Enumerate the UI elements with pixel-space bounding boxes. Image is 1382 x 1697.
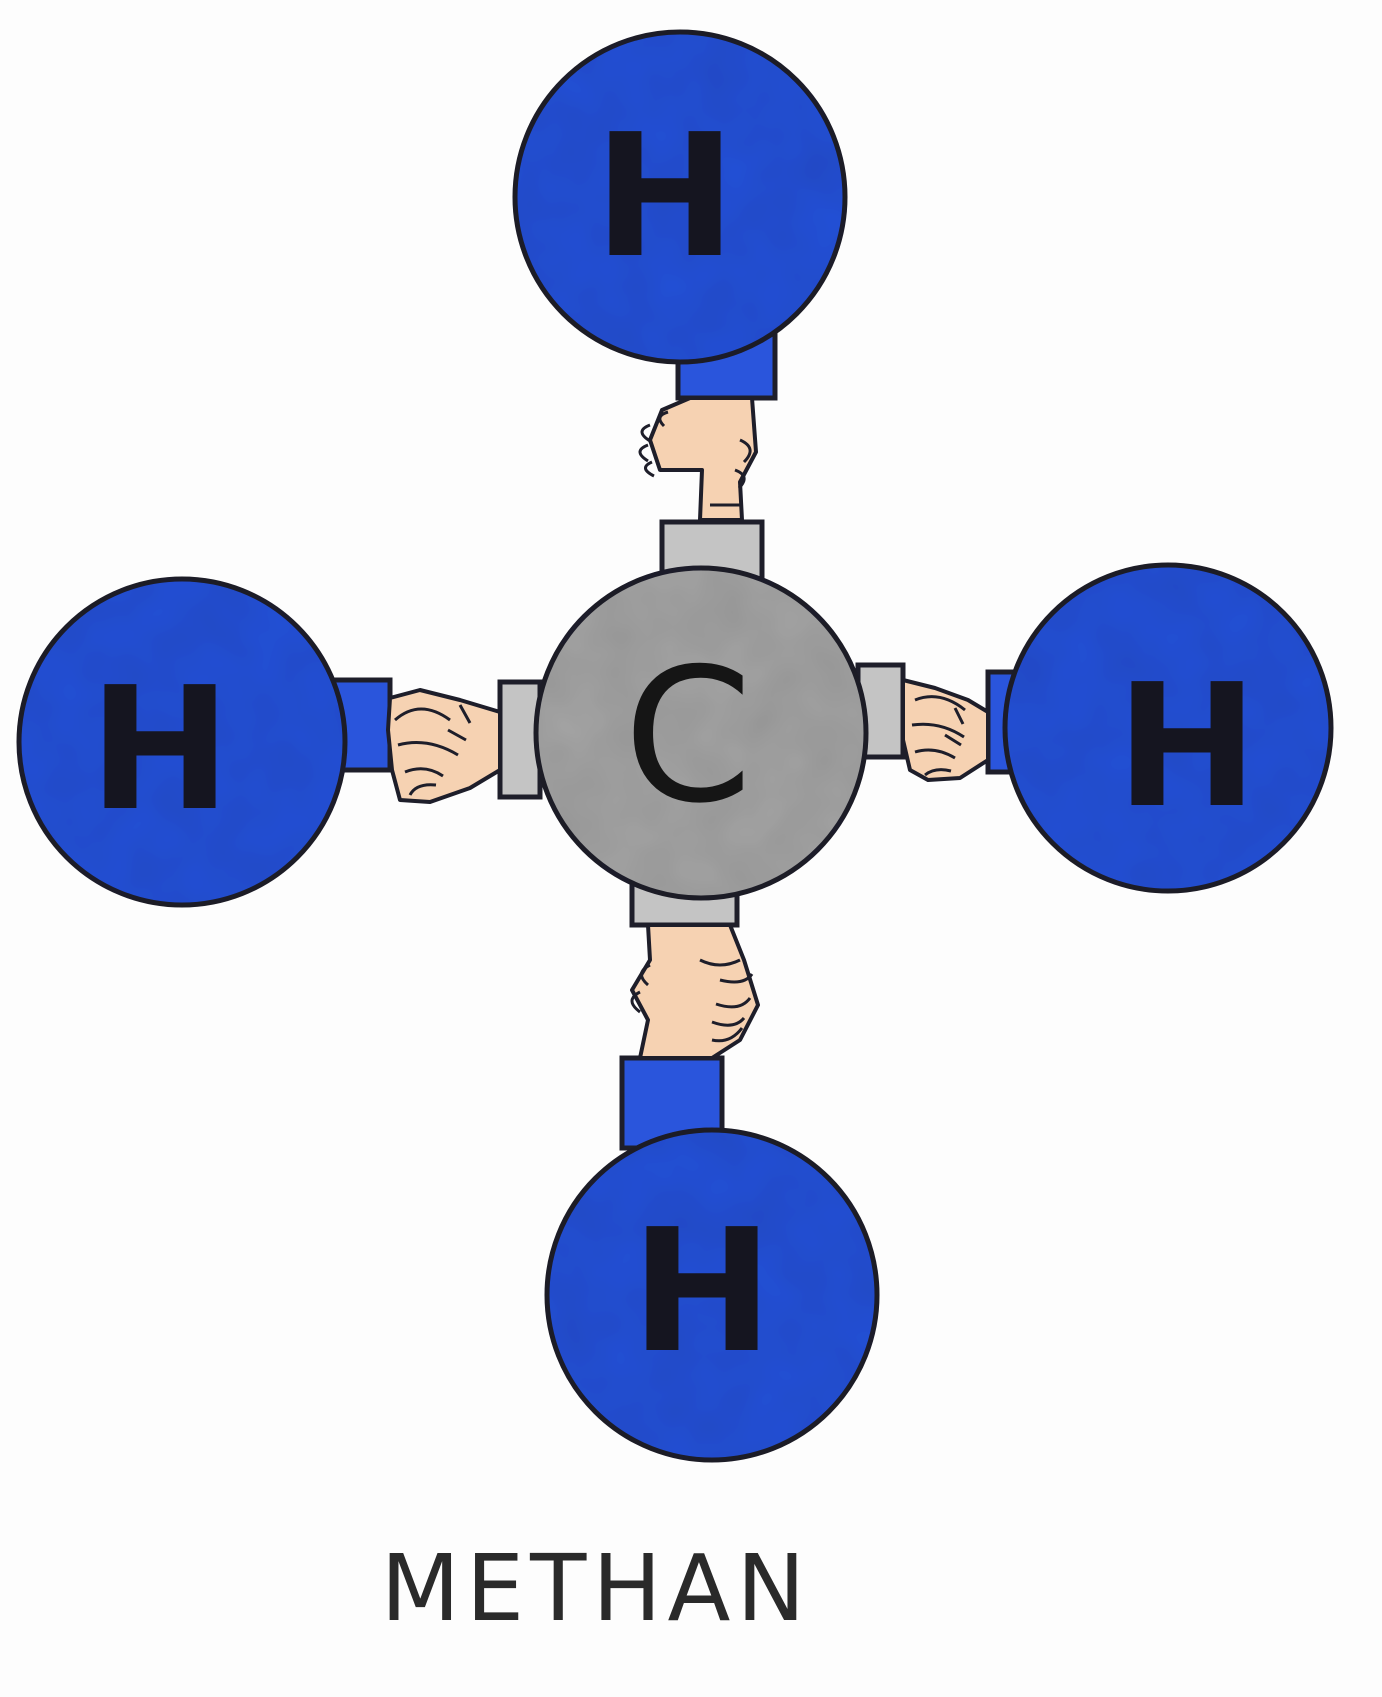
handshake-icon [901,678,990,782]
hydrogen-label: H [1116,648,1258,846]
bond-left [317,677,543,804]
carbon-label: C [623,628,752,844]
diagram-caption: METHAN [380,1535,812,1642]
hydrogen-label: H [631,1193,773,1391]
hydrogen-atom-bottom: H [544,1127,880,1463]
handshake-icon [638,396,758,522]
hydrogen-atom-left: H [16,576,348,908]
hydrogen-atom-top: H [512,29,848,365]
hydrogen-label: H [89,651,231,849]
handshake-icon [386,688,502,804]
bond-bottom [619,872,760,1151]
handshake-icon [630,923,760,1060]
hydrogen-atom-right: H [1002,562,1334,894]
hydrogen-label: H [594,98,736,296]
bond-top [638,327,778,595]
carbon-atom: C [533,565,869,901]
